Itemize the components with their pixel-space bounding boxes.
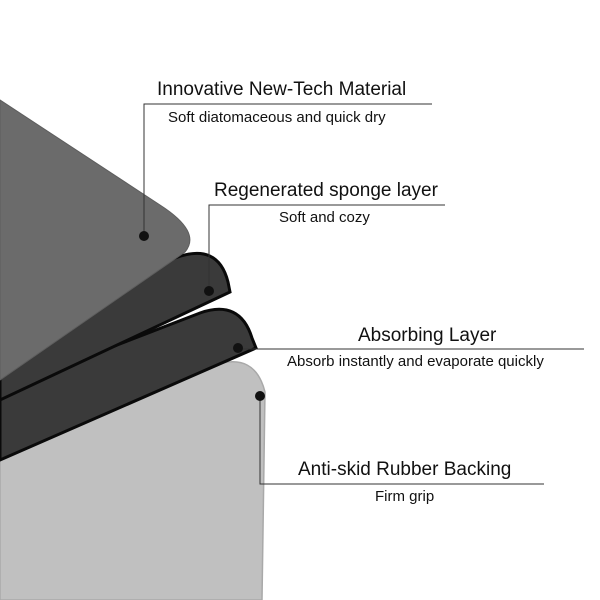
absorbing-layer [0, 307, 258, 462]
callout-line-1 [143, 103, 432, 236]
callout-subtitle-top-material: Soft diatomaceous and quick dry [168, 109, 386, 126]
callout-title-top-material: Innovative New-Tech Material [157, 79, 407, 100]
callout-title-rubber: Anti-skid Rubber Backing [298, 459, 512, 480]
callout-line-2 [208, 204, 445, 291]
marker-dot-4 [255, 391, 265, 401]
callout-lines [143, 103, 584, 485]
marker-dot-1 [139, 231, 149, 241]
callout-line-4 [259, 396, 544, 485]
callout-subtitle-sponge: Soft and cozy [279, 209, 370, 226]
callout-line-3 [237, 348, 584, 350]
marker-dot-3 [233, 343, 243, 353]
callout-subtitle-absorbing: Absorb instantly and evaporate quickly [287, 353, 544, 370]
marker-dots [139, 231, 265, 401]
callout-title-absorbing: Absorbing Layer [358, 325, 497, 346]
callout-title-sponge: Regenerated sponge layer [214, 180, 438, 201]
marker-dot-2 [204, 286, 214, 296]
callout-subtitle-rubber: Firm grip [375, 488, 435, 505]
top-material-layer [0, 99, 191, 381]
